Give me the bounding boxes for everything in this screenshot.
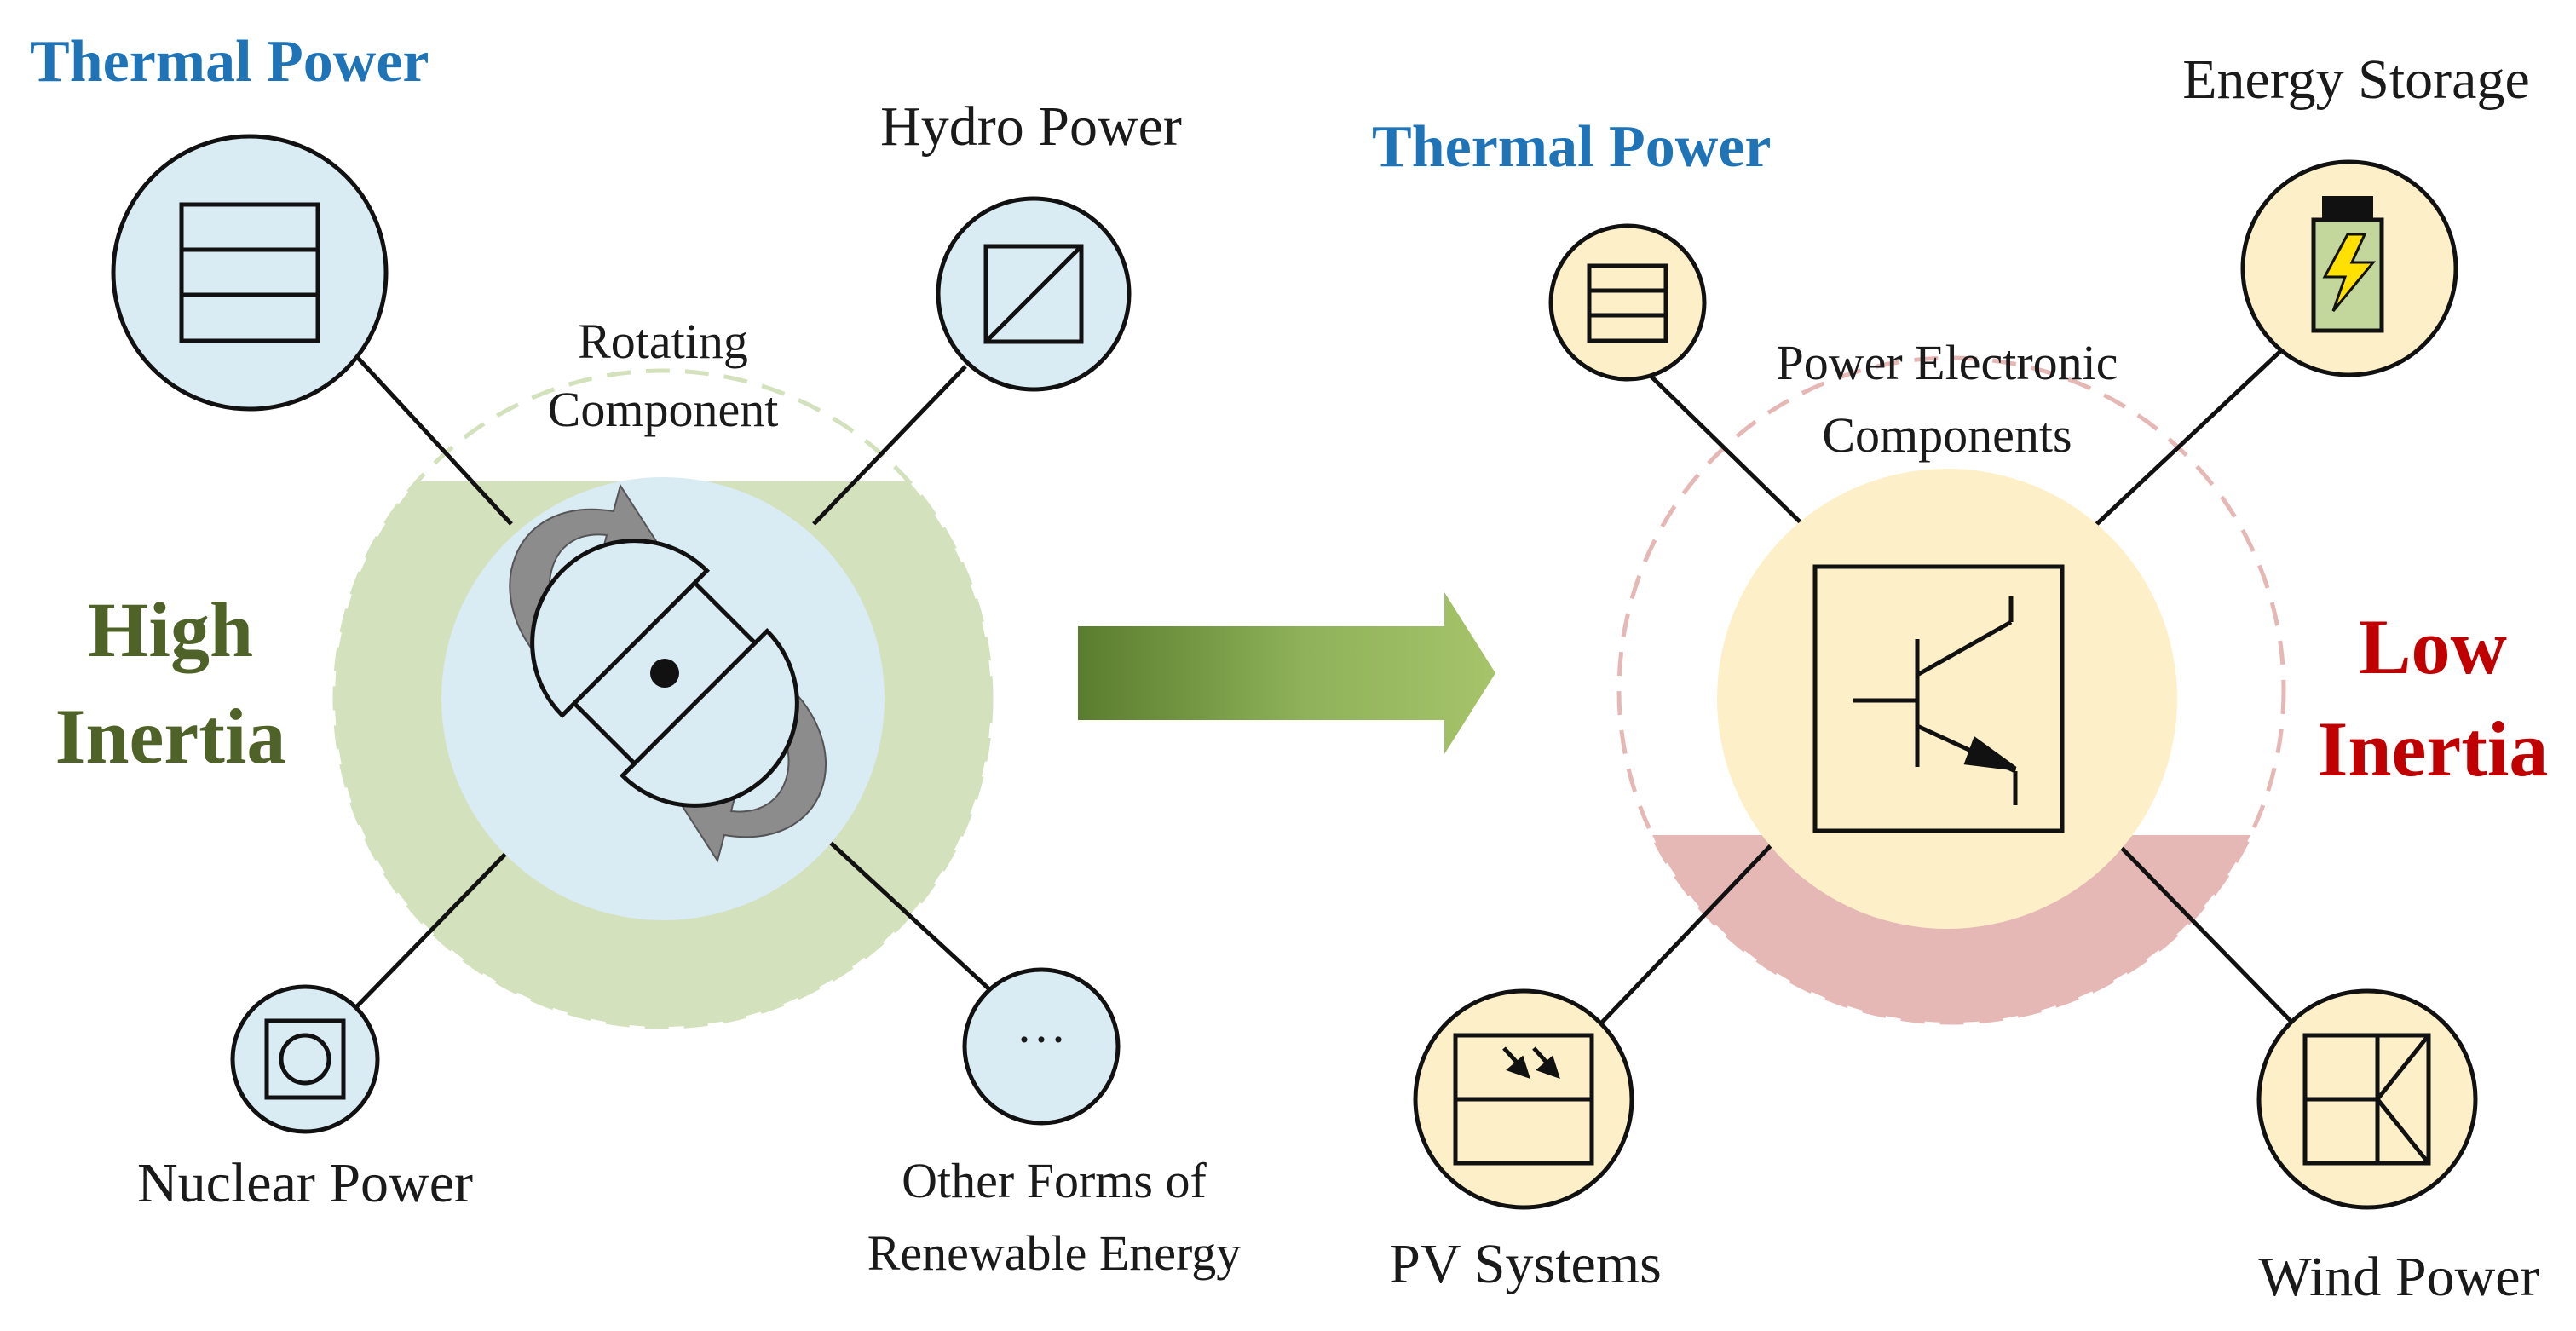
rotating-label-line1: Rotating (578, 314, 748, 369)
hydro-icon (983, 244, 1084, 344)
thermal-label-right: Thermal Power (1372, 114, 1771, 180)
pe-label-line1: Power Electronic (1776, 335, 2118, 390)
storage-label: Energy Storage (2182, 49, 2530, 111)
high-inertia-line2: Inertia (55, 693, 286, 780)
wind-icon (2302, 1033, 2431, 1166)
low-inertia-line1: Low (2359, 603, 2507, 690)
other-label-line1: Other Forms of (902, 1153, 1207, 1208)
thermal-icon (179, 202, 320, 343)
thermal-label-left: Thermal Power (30, 29, 429, 95)
thermal-node-right (1548, 223, 1707, 382)
other-node-ellipsis: ··· (1016, 1011, 1067, 1068)
hydro-label: Hydro Power (880, 95, 1182, 158)
connector-nuclear (352, 842, 517, 1011)
other-label-line2: Renewable Energy (867, 1225, 1242, 1281)
connector-thermal (356, 356, 513, 526)
left-system: ··· Thermal Power Hydro Power Rotating C… (30, 29, 1241, 1281)
rotor-icon (530, 539, 799, 808)
connector-pv (1596, 838, 1778, 1028)
transition-arrow-icon (1078, 592, 1495, 754)
transistor-icon (1812, 564, 2065, 833)
battery-icon (2311, 196, 2384, 333)
thermal-node-left (111, 134, 389, 412)
wind-label: Wind Power (2258, 1246, 2539, 1308)
nuclear-label: Nuclear Power (137, 1152, 473, 1214)
pv-label: PV Systems (1389, 1233, 1662, 1295)
connector-hydro (812, 365, 967, 526)
rotating-label-line2: Component (548, 382, 779, 437)
connector-storage (2086, 326, 2307, 534)
right-system: Thermal Power Energy Storage Power Elect… (1372, 49, 2548, 1308)
lightning-icon (2322, 233, 2377, 312)
power-electronics-circle (1717, 469, 2177, 929)
nuclear-icon (264, 1018, 346, 1100)
other-renewable-node (962, 967, 1121, 1126)
pe-label-line2: Components (1822, 407, 2072, 463)
pv-icon (1453, 1033, 1594, 1166)
high-inertia-line1: High (88, 586, 253, 673)
low-inertia-line2: Inertia (2318, 706, 2549, 792)
nuclear-node (230, 984, 380, 1134)
thermal-icon-right (1587, 263, 1668, 343)
connector-other (821, 833, 990, 990)
connector-wind (2112, 838, 2294, 1024)
